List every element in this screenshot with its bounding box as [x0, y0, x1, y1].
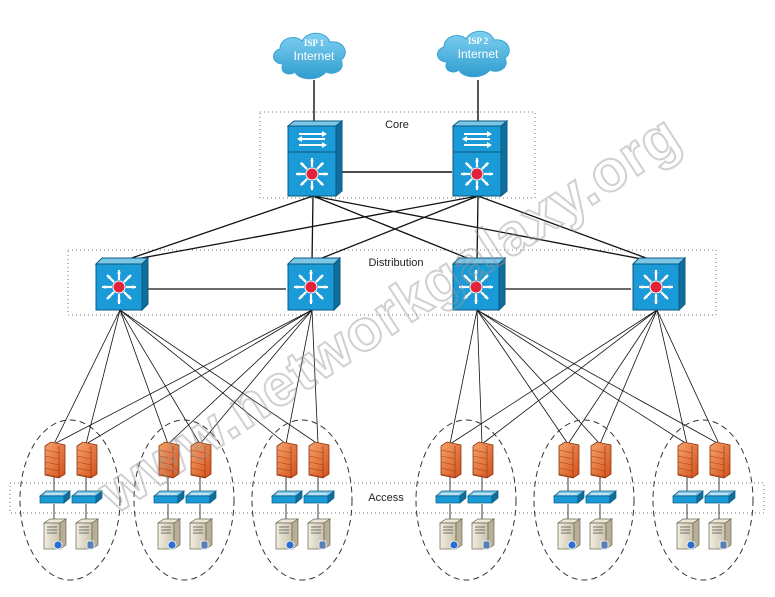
firewall-icon [440, 441, 462, 479]
cloud-icon [437, 30, 510, 78]
isp-2-label: Internet [458, 47, 499, 61]
distribution-firewall-link [85, 309, 121, 445]
distribution-firewall-link [476, 309, 483, 445]
distribution-firewall-link [53, 309, 121, 445]
isp-1-name: ISP 1 [304, 38, 325, 48]
workgroup-switch-icon [303, 490, 335, 504]
distribution-firewall-link [285, 309, 313, 445]
multilayer-switch-icon [286, 256, 342, 312]
access-tier-label: Access [368, 492, 404, 504]
firewall-icon [709, 441, 731, 479]
server-icon [274, 518, 300, 550]
server-icon [588, 518, 614, 550]
distribution-firewall-link [119, 309, 287, 445]
devices [39, 119, 736, 550]
core-distribution-link [311, 195, 479, 263]
firewall-icon [190, 441, 212, 479]
connection-links [53, 80, 720, 521]
server-icon [306, 518, 332, 550]
distribution-firewall-link [481, 309, 658, 445]
isp-1-label: Internet [294, 49, 335, 63]
firewall-icon [308, 441, 330, 479]
core-distribution-link [476, 195, 479, 263]
access-groups [19, 419, 754, 581]
server-icon [188, 518, 214, 550]
firewall-icon [472, 441, 494, 479]
distribution-firewall-link [476, 309, 720, 445]
distribution-firewall-link [476, 309, 688, 445]
distribution-firewall-link [476, 309, 601, 445]
distribution-firewall-link [199, 309, 313, 445]
distribution-firewall-link [599, 309, 658, 445]
workgroup-switch-icon [553, 490, 585, 504]
access-group-ellipse [133, 419, 235, 581]
distribution-firewall-link [53, 309, 313, 445]
workgroup-switch-icon [153, 490, 185, 504]
cloud-icon [273, 32, 346, 80]
distribution-firewall-link [119, 309, 169, 445]
access-group-ellipse [533, 419, 635, 581]
core-distribution-link [477, 195, 658, 263]
core-distribution-link [312, 195, 658, 263]
access-group-ellipse [415, 419, 517, 581]
isp-1-cloud: ISP 1 Internet [273, 32, 346, 80]
workgroup-switch-icon [185, 490, 217, 504]
server-icon [556, 518, 582, 550]
layer3-switch-icon [286, 119, 344, 198]
workgroup-switch-icon [271, 490, 303, 504]
firewall-icon [76, 441, 98, 479]
distribution-firewall-link [449, 309, 478, 445]
access-group-ellipse [652, 419, 754, 581]
server-icon [438, 518, 464, 550]
tier-boxes [9, 111, 765, 514]
firewall-icon [677, 441, 699, 479]
workgroup-switch-icon [435, 490, 467, 504]
distribution-tier-label: Distribution [368, 257, 423, 269]
distribution-firewall-link [567, 309, 658, 445]
distribution-firewall-link [656, 309, 688, 445]
core-distribution-link [311, 195, 314, 263]
distribution-firewall-link [311, 309, 319, 445]
workgroup-switch-icon [71, 490, 103, 504]
workgroup-switch-icon [39, 490, 71, 504]
distribution-firewall-link [476, 309, 569, 445]
distribution-firewall-link [119, 309, 319, 445]
server-icon [707, 518, 733, 550]
core-distribution-link [119, 195, 314, 263]
isp-2-name: ISP 2 [468, 36, 489, 46]
distribution-firewall-link [119, 309, 201, 445]
firewall-icon [558, 441, 580, 479]
core-distribution-link [119, 195, 479, 263]
server-icon [675, 518, 701, 550]
core-tier-label: Core [385, 119, 409, 131]
access-tier-box [9, 482, 765, 514]
workgroup-switch-icon [672, 490, 704, 504]
access-group-ellipse [251, 419, 353, 581]
server-icon [156, 518, 182, 550]
workgroup-switch-icon [585, 490, 617, 504]
multilayer-switch-icon [451, 256, 507, 312]
firewall-icon [158, 441, 180, 479]
distribution-firewall-link [167, 309, 313, 445]
access-group-ellipse [19, 419, 121, 581]
distribution-tier-box [67, 249, 717, 316]
isp-2-cloud: ISP 2 Internet [437, 30, 510, 78]
distribution-firewall-link [656, 309, 720, 445]
workgroup-switch-icon [704, 490, 736, 504]
server-icon [470, 518, 496, 550]
workgroup-switch-icon [467, 490, 499, 504]
firewall-icon [276, 441, 298, 479]
multilayer-switch-icon [631, 256, 687, 312]
firewall-icon [590, 441, 612, 479]
layer3-switch-icon [451, 119, 509, 198]
distribution-firewall-link [449, 309, 658, 445]
multilayer-switch-icon [94, 256, 150, 312]
server-icon [74, 518, 100, 550]
firewall-icon [44, 441, 66, 479]
distribution-firewall-link [85, 309, 313, 445]
server-icon [42, 518, 68, 550]
